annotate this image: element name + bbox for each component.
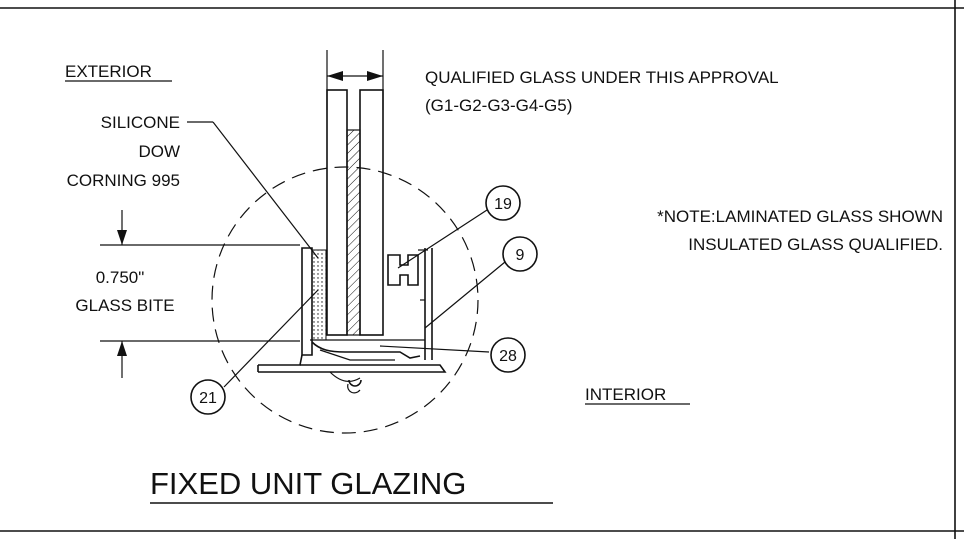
callout-21: 21 xyxy=(199,390,217,407)
callout-19: 19 xyxy=(494,196,512,213)
leader-9 xyxy=(424,261,506,329)
leader-19 xyxy=(397,209,488,269)
drawing-title: FIXED UNIT GLAZING xyxy=(150,466,466,501)
callout-19-circle xyxy=(485,185,521,221)
silicone-line2: DOW xyxy=(138,142,180,161)
gasket-19 xyxy=(387,249,428,301)
qualified-line2: (G1-G2-G3-G4-G5) xyxy=(425,96,572,115)
silicone-line1: SILICONE xyxy=(101,113,180,132)
silicone-bead xyxy=(311,249,327,341)
bite-value: 0.750" xyxy=(96,268,145,287)
note-line1: *NOTE:LAMINATED GLASS SHOWN xyxy=(657,207,943,226)
callout-28-circle xyxy=(490,337,526,373)
silicone-leader xyxy=(212,121,319,259)
leader-21 xyxy=(223,289,319,388)
callout-9-circle xyxy=(502,236,538,272)
glass-bite-dimension xyxy=(100,210,300,378)
glass-width-dimension xyxy=(326,50,384,110)
silicone-line3: CORNING 995 xyxy=(67,171,180,190)
exterior-label: EXTERIOR xyxy=(65,62,152,81)
note-line2: INSULATED GLASS QUALIFIED. xyxy=(688,235,943,254)
detail-circle xyxy=(211,166,479,434)
callout-9: 9 xyxy=(516,247,525,264)
bite-label: GLASS BITE xyxy=(75,296,174,315)
laminated-glass xyxy=(326,89,384,336)
interior-label: INTERIOR xyxy=(585,385,666,404)
callout-21-circle xyxy=(190,379,226,415)
leader-28 xyxy=(379,345,490,353)
callout-28: 28 xyxy=(499,348,517,365)
qualified-line1: QUALIFIED GLASS UNDER THIS APPROVAL xyxy=(425,68,779,87)
frame-extrusion xyxy=(257,247,447,394)
